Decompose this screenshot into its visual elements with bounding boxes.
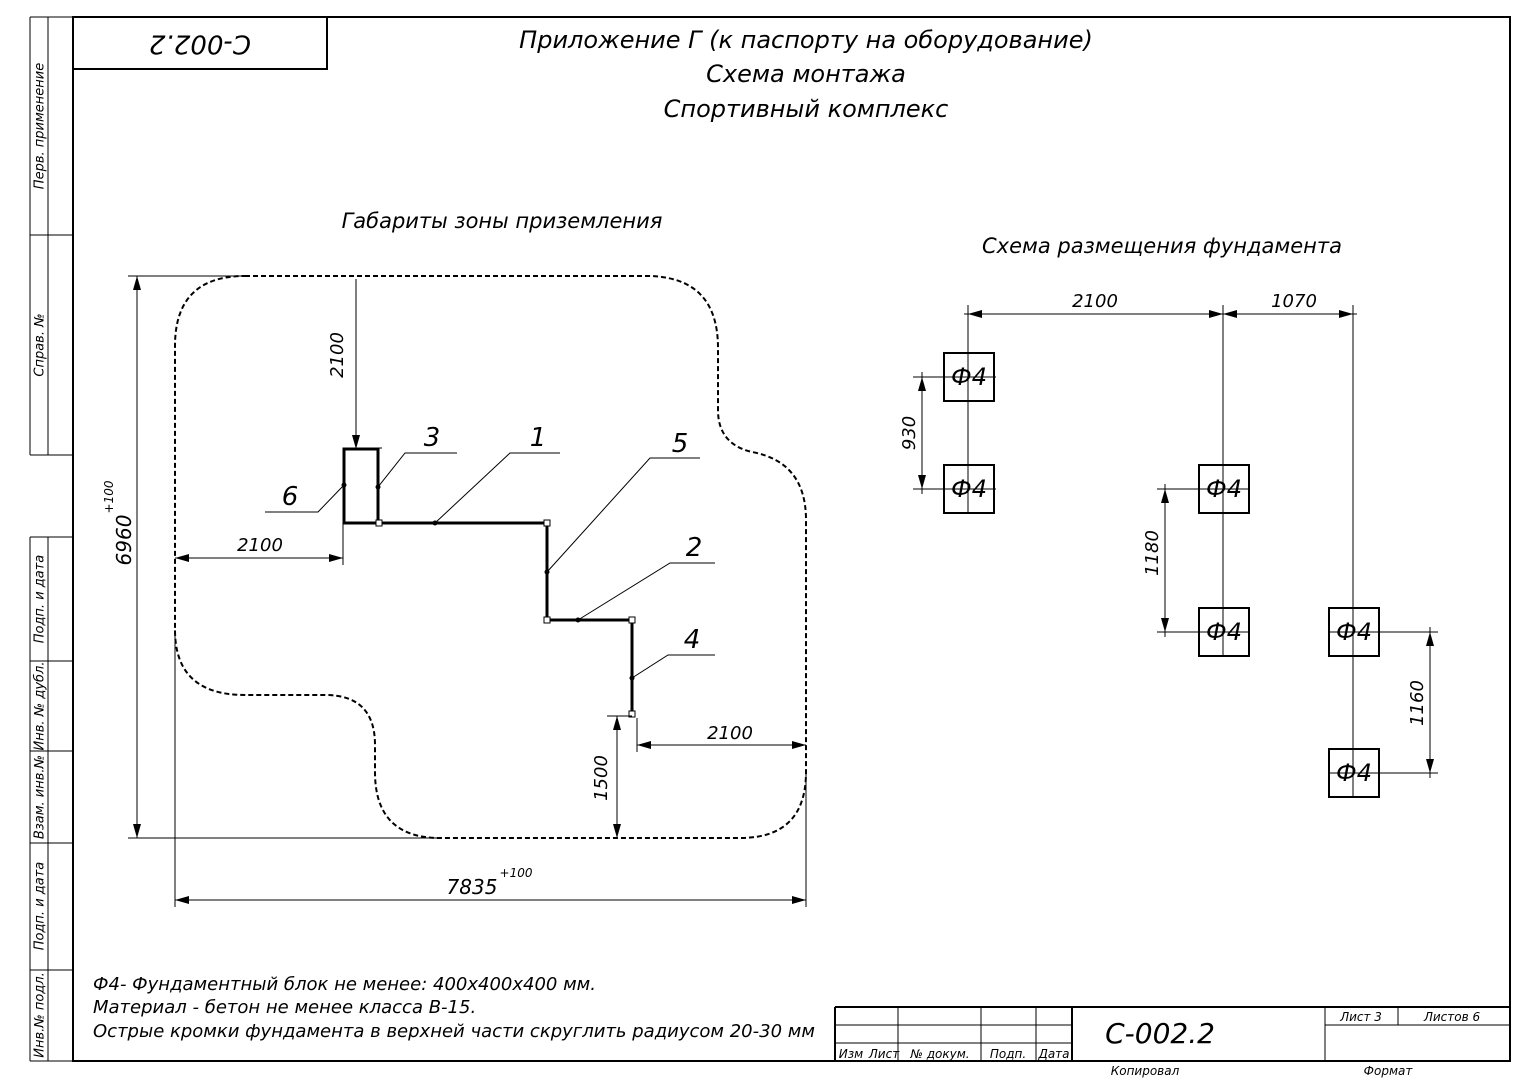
block-label-2: Ф4 xyxy=(951,475,987,503)
block-label-4: Ф4 xyxy=(1206,618,1242,646)
tb-col-dokum: № докум. xyxy=(909,1047,969,1061)
side-label-inv-podl: Инв.№ подл. xyxy=(33,972,48,1058)
dim-1070-label: 1070 xyxy=(1271,291,1317,312)
foundation-block-6: Ф4 xyxy=(1328,748,1380,798)
foundation-block-3: Ф4 xyxy=(1198,464,1250,514)
note-line-1: Ф4- Фундаментный блок не менее: 400х400х… xyxy=(93,974,596,995)
dim-1500 xyxy=(607,715,632,838)
callout-5: 5 xyxy=(672,429,689,459)
outer-frame xyxy=(72,16,1511,1062)
side-label-podp2: Подп. и дата xyxy=(33,862,48,951)
dim-6960 xyxy=(128,275,440,839)
foundation-block-2: Ф4 xyxy=(943,464,995,514)
dim-1160-label: 1160 xyxy=(1407,680,1428,726)
callout-1: 1 xyxy=(530,423,547,453)
dim-1500-label: 1500 xyxy=(591,755,612,801)
note-line-2: Материал - бетон не менее класса В-15. xyxy=(93,997,476,1018)
note-line-3: Острые кромки фундамента в верхней части… xyxy=(93,1021,815,1042)
block-label-5: Ф4 xyxy=(1336,618,1372,646)
foundation-block-1: Ф4 xyxy=(943,352,995,402)
dim-top-2100-label: 2100 xyxy=(327,332,348,378)
tb-kopiroval: Копировал xyxy=(1111,1064,1180,1078)
callout-6: 6 xyxy=(282,482,299,512)
callout-4: 4 xyxy=(684,625,701,655)
dim-930 xyxy=(913,372,996,494)
title-line-1: Приложение Г (к паспорту на оборудование… xyxy=(519,26,1093,54)
top-left-code-box xyxy=(72,16,328,70)
dim-top-2100 xyxy=(352,279,360,449)
dim-6960-tolerance: +100 xyxy=(102,480,116,513)
block-label-6: Ф4 xyxy=(1336,759,1372,787)
dim-left-2100 xyxy=(175,523,344,565)
callout-3: 3 xyxy=(424,423,441,453)
dim-right-2100 xyxy=(636,718,806,752)
callout-leaders xyxy=(265,452,715,679)
block-label-1: Ф4 xyxy=(951,363,987,391)
side-label-podp1: Подп. и дата xyxy=(33,555,48,644)
rotated-doc-code: С-002.2 xyxy=(149,29,251,59)
dim-7835-tolerance: +100 xyxy=(500,866,533,880)
dim-6960-label: 6960 xyxy=(112,515,136,566)
callout-2: 2 xyxy=(686,533,703,563)
dim-930-label: 930 xyxy=(899,416,920,450)
dim-1180 xyxy=(1157,484,1248,637)
foundation-block-5: Ф4 xyxy=(1328,607,1380,657)
landing-zone-outline xyxy=(174,275,807,839)
side-label-perv: Перв. применение xyxy=(33,63,48,189)
dim-2100-label-right: 2100 xyxy=(1072,291,1118,312)
dim-7835-label: 7835 xyxy=(447,875,498,899)
title-line-2: Схема монтажа xyxy=(706,60,906,88)
landing-zone-heading: Габариты зоны приземления xyxy=(342,209,663,233)
dim-left-2100-label: 2100 xyxy=(237,535,283,556)
tb-sheets: Листов 6 xyxy=(1423,1010,1481,1024)
dim-1160 xyxy=(1330,627,1438,778)
dim-2100-1070 xyxy=(964,310,1357,318)
dim-1180-label: 1180 xyxy=(1142,530,1163,576)
tb-sheet: Лист 3 xyxy=(1339,1010,1382,1024)
tb-col-list: Лист xyxy=(868,1047,900,1061)
tb-col-podp: Подп. xyxy=(990,1047,1026,1061)
tb-code: С-002.2 xyxy=(1105,1017,1215,1050)
tb-col-data: Дата xyxy=(1037,1047,1069,1061)
title-block xyxy=(834,1006,1510,1061)
side-label-inv-dubl: Инв. № дубл. xyxy=(33,662,48,751)
foundation-heading: Схема размещения фундамента xyxy=(982,234,1342,258)
equipment-structure xyxy=(341,447,636,718)
tb-col-izm: Изм xyxy=(839,1047,863,1061)
title-line-3: Спортивный комплекс xyxy=(664,95,949,123)
foundation-extension-lines xyxy=(967,305,1354,798)
block-label-3: Ф4 xyxy=(1206,475,1242,503)
dim-right-2100-label: 2100 xyxy=(707,723,753,744)
side-label-sprav: Справ. № xyxy=(33,313,48,376)
side-label-vzam: Взам. инв.№ xyxy=(33,755,48,839)
foundation-block-4: Ф4 xyxy=(1198,607,1250,657)
dim-7835 xyxy=(174,630,807,907)
side-strip xyxy=(29,16,73,1062)
tb-format: Формат xyxy=(1364,1064,1414,1078)
